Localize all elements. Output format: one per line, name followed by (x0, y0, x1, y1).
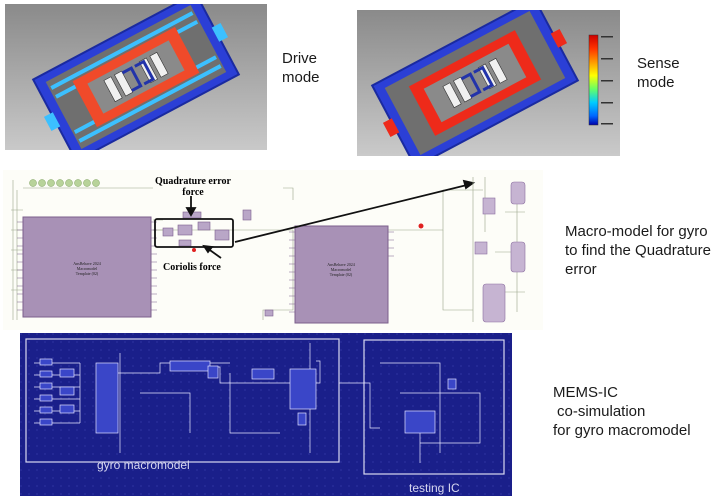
left-block-title-line1: AnsBehave 2024 (73, 261, 101, 266)
right-block-title: AnsBehave 2024 Macromodel Template (02) (309, 262, 373, 277)
mems-ic-label-line3: for gyro macromodel (553, 422, 691, 439)
testing-ic-label: testing IC (409, 481, 460, 495)
drive-mode-label-line1: Drive (282, 50, 318, 67)
drive-mode-label: Drive mode (282, 49, 320, 87)
macro-model-label: Macro-model for gyro to find the Quadrat… (565, 222, 711, 279)
macro-model-label-line3: error (565, 261, 597, 278)
quadrature-force-label: Quadrature error force (144, 176, 242, 198)
sense-mode-label-line2: mode (637, 74, 675, 91)
drive-mode-label-line2: mode (282, 69, 320, 86)
sense-mode-image (357, 10, 620, 156)
sense-mode-label-line1: Sense (637, 55, 680, 72)
right-block-title-line3: Template (02) (329, 272, 353, 277)
mems-ic-label-line2: co-simulation (557, 403, 646, 420)
quadrature-force-line1: Quadrature error (154, 176, 231, 187)
right-block-title-line1: AnsBehave 2024 (327, 262, 355, 267)
quadrature-force-line2: force (182, 187, 204, 198)
macro-model-label-line1: Macro-model for gyro (565, 223, 708, 240)
mems-ic-label-line1: MEMS-IC (553, 384, 618, 401)
color-legend-bar (588, 34, 613, 126)
macro-model-schematic: Quadrature error force Coriolis force An… (3, 170, 543, 330)
left-block-title: AnsBehave 2024 Macromodel Template (02) (55, 261, 119, 276)
coriolis-force-label: Coriolis force (163, 262, 221, 273)
sense-mode-label: Sense mode (637, 54, 680, 92)
gyro-macromodel-label: gyro macromodel (97, 458, 190, 472)
macro-model-detail (465, 172, 543, 324)
left-block-title-line2: Macromodel (76, 266, 98, 271)
drive-mode-image (5, 4, 267, 150)
mems-ic-label: MEMS-IC co-simulation for gyro macromode… (553, 383, 691, 440)
macro-model-label-line2: to find the Quadrature (565, 242, 711, 259)
left-block-title-line3: Template (02) (75, 271, 99, 276)
cosim-schematic: gyro macromodel testing IC (20, 333, 512, 496)
right-block-title-line2: Macromodel (330, 267, 352, 272)
